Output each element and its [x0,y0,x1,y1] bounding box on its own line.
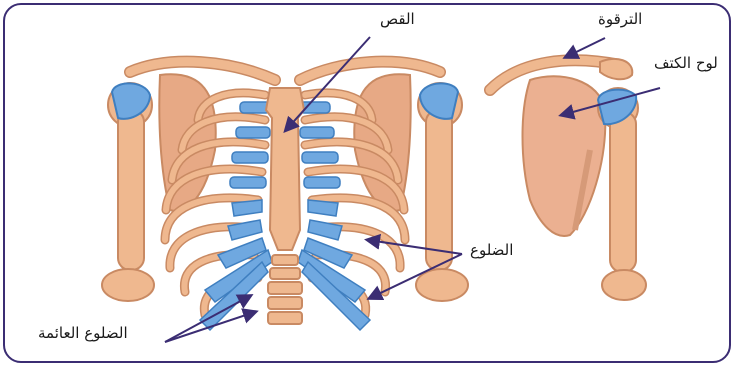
label-floating-ribs: الضلوع العائمة [38,324,128,342]
humerus-left [102,83,154,301]
front-skeleton [102,62,468,330]
humerus-right [416,83,468,301]
label-ribs: الضلوع [470,241,513,259]
spine [268,255,302,324]
label-clavicle: الترقوة [598,10,642,28]
humerus-side [598,88,646,300]
side-shoulder-view [490,59,646,300]
scapula-side [523,76,606,236]
label-sternum: القص [380,10,415,28]
sternum [266,88,304,250]
label-scapula: لوح الكتف [654,54,718,72]
